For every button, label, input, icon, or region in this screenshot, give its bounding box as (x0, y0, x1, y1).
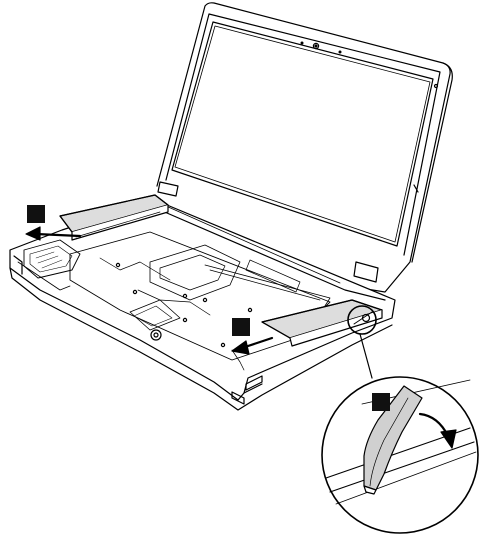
callout-marker-2 (232, 318, 250, 336)
callout-marker-1 (27, 205, 45, 223)
callout-marker-3 (372, 393, 390, 411)
detail-magnifier (322, 377, 478, 533)
callout-leader (360, 334, 372, 378)
